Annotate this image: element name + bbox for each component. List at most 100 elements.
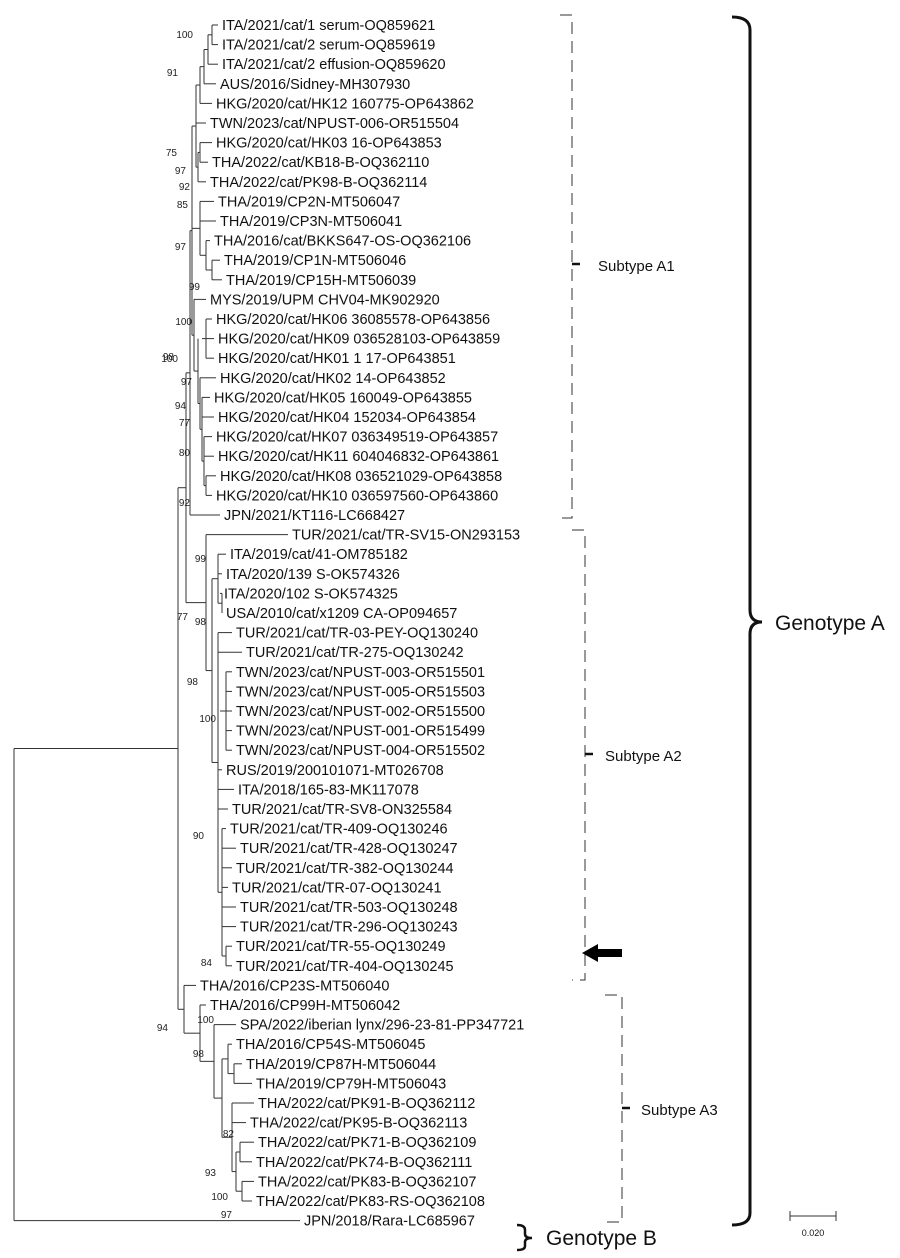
taxon-label: TUR/2021/cat/TR-428-OQ130247 — [240, 841, 458, 857]
genotype-b-label: Genotype B — [546, 1227, 657, 1250]
subtype-a1-label: Subtype A1 — [598, 258, 675, 275]
taxon-label: ITA/2020/102 S-OK574325 — [224, 586, 398, 602]
taxon-label: TWN/2023/cat/NPUST-005-OR515503 — [236, 684, 485, 700]
bootstrap-label: 98 — [195, 617, 207, 628]
bootstrap-label: 93 — [205, 1168, 217, 1179]
subtype-a3-label: Subtype A3 — [641, 1102, 718, 1119]
bootstrap-values: 1009175979285979910098100979477809299987… — [157, 30, 235, 1221]
taxon-label: ITA/2018/165-83-MK117078 — [238, 782, 419, 798]
taxon-label: THA/2022/cat/PK98-B-OQ362114 — [210, 175, 427, 191]
taxon-label: HKG/2020/cat/HK03 16-OP643853 — [216, 136, 442, 152]
taxon-label: HKG/2020/cat/HK02 14-OP643852 — [220, 371, 446, 387]
bootstrap-label: 98 — [187, 677, 199, 688]
taxon-label: ITA/2021/cat/2 serum-OQ859619 — [222, 38, 435, 54]
taxon-label: THA/2022/cat/PK95-B-OQ362113 — [250, 1116, 467, 1132]
bootstrap-label: 82 — [223, 1129, 235, 1140]
taxon-label: TUR/2021/cat/TR-382-OQ130244 — [236, 861, 454, 877]
taxon-label: JPN/2021/KT116-LC668427 — [224, 508, 405, 524]
taxon-label: THA/2019/CP2N-MT506047 — [218, 194, 400, 210]
bootstrap-label: 84 — [201, 958, 213, 969]
subtype-a2-label: Subtype A2 — [605, 748, 682, 765]
bootstrap-label: 85 — [177, 200, 189, 211]
genotype-a-label: Genotype A — [775, 612, 885, 635]
subtype-a2-bracket: Subtype A2 — [572, 529, 682, 981]
subtype-a1-bracket: Subtype A1 — [560, 14, 675, 519]
bootstrap-label: 75 — [166, 148, 178, 159]
bootstrap-label: 97 — [221, 1210, 233, 1221]
genotype-b-bracket: Genotype B — [516, 1223, 657, 1252]
taxon-label: THA/2016/cat/BKKS647-OS-OQ362106 — [214, 234, 471, 250]
taxon-labels: ITA/2021/cat/1 serum-OQ859621ITA/2021/ca… — [200, 18, 524, 1230]
taxon-label: HKG/2020/cat/HK05 160049-OP643855 — [214, 390, 472, 406]
scale-bar: 0.020 — [789, 1211, 837, 1238]
taxon-label: THA/2022/cat/PK91-B-OQ362112 — [258, 1096, 475, 1112]
taxon-label: HKG/2020/cat/HK10 036597560-OP643860 — [216, 488, 498, 504]
taxon-label: AUS/2016/Sidney-MH307930 — [220, 77, 410, 93]
taxon-label: THA/2019/CP15H-MT506039 — [226, 273, 416, 289]
taxon-label: HKG/2020/cat/HK06 36085578-OP643856 — [216, 312, 490, 328]
taxon-label: TUR/2021/cat/TR-409-OQ130246 — [230, 822, 448, 838]
taxon-label: HKG/2020/cat/HK07 036349519-OP643857 — [216, 430, 498, 446]
taxon-label: RUS/2019/200101071-MT026708 — [226, 763, 444, 779]
taxon-label: TWN/2023/cat/NPUST-002-OR515500 — [236, 704, 485, 720]
taxon-label: TUR/2021/cat/TR-55-OQ130249 — [236, 939, 446, 955]
genotype-a-bracket: Genotype A — [731, 15, 885, 1227]
taxon-label: THA/2022/cat/KB18-B-OQ362110 — [212, 155, 429, 171]
bootstrap-label: 100 — [176, 30, 193, 41]
taxon-label: SPA/2022/iberian lynx/296-23-81-PP347721 — [240, 1018, 524, 1034]
taxon-label: HKG/2020/cat/HK08 036521029-OP643858 — [220, 469, 502, 485]
taxon-label: TUR/2021/cat/TR-503-OQ130248 — [240, 900, 458, 916]
taxon-label: USA/2010/cat/x1209 CA-OP094657 — [226, 606, 457, 622]
bootstrap-label: 99 — [195, 554, 207, 565]
taxon-label: HKG/2020/cat/HK11 604046832-OP643861 — [218, 449, 499, 465]
taxon-label: HKG/2020/cat/HK04 152034-OP643854 — [218, 410, 476, 426]
taxon-label: TWN/2023/cat/NPUST-006-OR515504 — [210, 116, 459, 132]
bootstrap-label: 100 — [199, 714, 216, 725]
bootstrap-label: 77 — [177, 612, 189, 623]
bootstrap-label: 77 — [179, 418, 191, 429]
bootstrap-label: 97 — [175, 242, 187, 253]
taxon-label: TUR/2021/cat/TR-SV8-ON325584 — [232, 802, 452, 818]
bootstrap-label: 100 — [175, 317, 192, 328]
taxon-label: THA/2016/CP99H-MT506042 — [210, 998, 400, 1014]
taxon-label: TUR/2021/cat/TR-275-OQ130242 — [246, 645, 464, 661]
taxon-label: HKG/2020/cat/HK01 1 17-OP643851 — [218, 351, 456, 367]
taxon-label: THA/2016/CP54S-MT506045 — [236, 1037, 425, 1053]
taxon-label: TWN/2023/cat/NPUST-004-OR515502 — [236, 743, 485, 759]
taxon-label: THA/2019/CP3N-MT506041 — [220, 214, 402, 230]
bootstrap-label: 80 — [179, 448, 191, 459]
taxon-label: THA/2019/CP87H-MT506044 — [246, 1057, 436, 1073]
lynx-arrow — [582, 944, 622, 962]
bootstrap-label: 98 — [163, 352, 175, 363]
taxon-label: THA/2019/CP79H-MT506043 — [256, 1076, 446, 1092]
tree-branches — [13, 24, 300, 1222]
bootstrap-label: 100 — [161, 354, 178, 365]
taxon-label: THA/2019/CP1N-MT506046 — [224, 253, 406, 269]
taxon-label: THA/2016/CP23S-MT506040 — [200, 978, 389, 994]
subtype-a3-bracket: Subtype A3 — [605, 994, 718, 1223]
taxon-label: JPN/2018/Rara-LC685967 — [304, 1214, 475, 1230]
taxon-label: TUR/2021/cat/TR-07-OQ130241 — [232, 880, 442, 896]
bootstrap-label: 98 — [193, 1049, 205, 1060]
bootstrap-label: 100 — [197, 1015, 214, 1026]
taxon-label: ITA/2019/cat/41-OM785182 — [230, 547, 408, 563]
taxon-label: ITA/2020/139 S-OK574326 — [226, 567, 400, 583]
taxon-label: TWN/2023/cat/NPUST-001-OR515499 — [236, 724, 485, 740]
scale-label: 0.020 — [802, 1228, 825, 1238]
bootstrap-label: 90 — [193, 831, 205, 842]
bootstrap-label: 91 — [167, 68, 179, 79]
taxon-label: THA/2022/cat/PK83-B-OQ362107 — [258, 1174, 476, 1190]
taxon-label: HKG/2020/cat/HK12 160775-OP643862 — [216, 96, 474, 112]
taxon-label: ITA/2021/cat/1 serum-OQ859621 — [222, 18, 435, 34]
taxon-label: THA/2022/cat/PK74-B-OQ362111 — [256, 1155, 472, 1171]
bootstrap-label: 92 — [179, 182, 191, 193]
taxon-label: TUR/2021/cat/TR-SV15-ON293153 — [292, 528, 520, 544]
bootstrap-label: 97 — [181, 377, 193, 388]
bootstrap-label: 94 — [175, 401, 187, 412]
taxon-label: THA/2022/cat/PK71-B-OQ362109 — [258, 1135, 476, 1151]
bootstrap-label: 100 — [211, 1192, 228, 1203]
bootstrap-label: 92 — [179, 498, 191, 509]
taxon-label: HKG/2020/cat/HK09 036528103-OP643859 — [218, 332, 500, 348]
